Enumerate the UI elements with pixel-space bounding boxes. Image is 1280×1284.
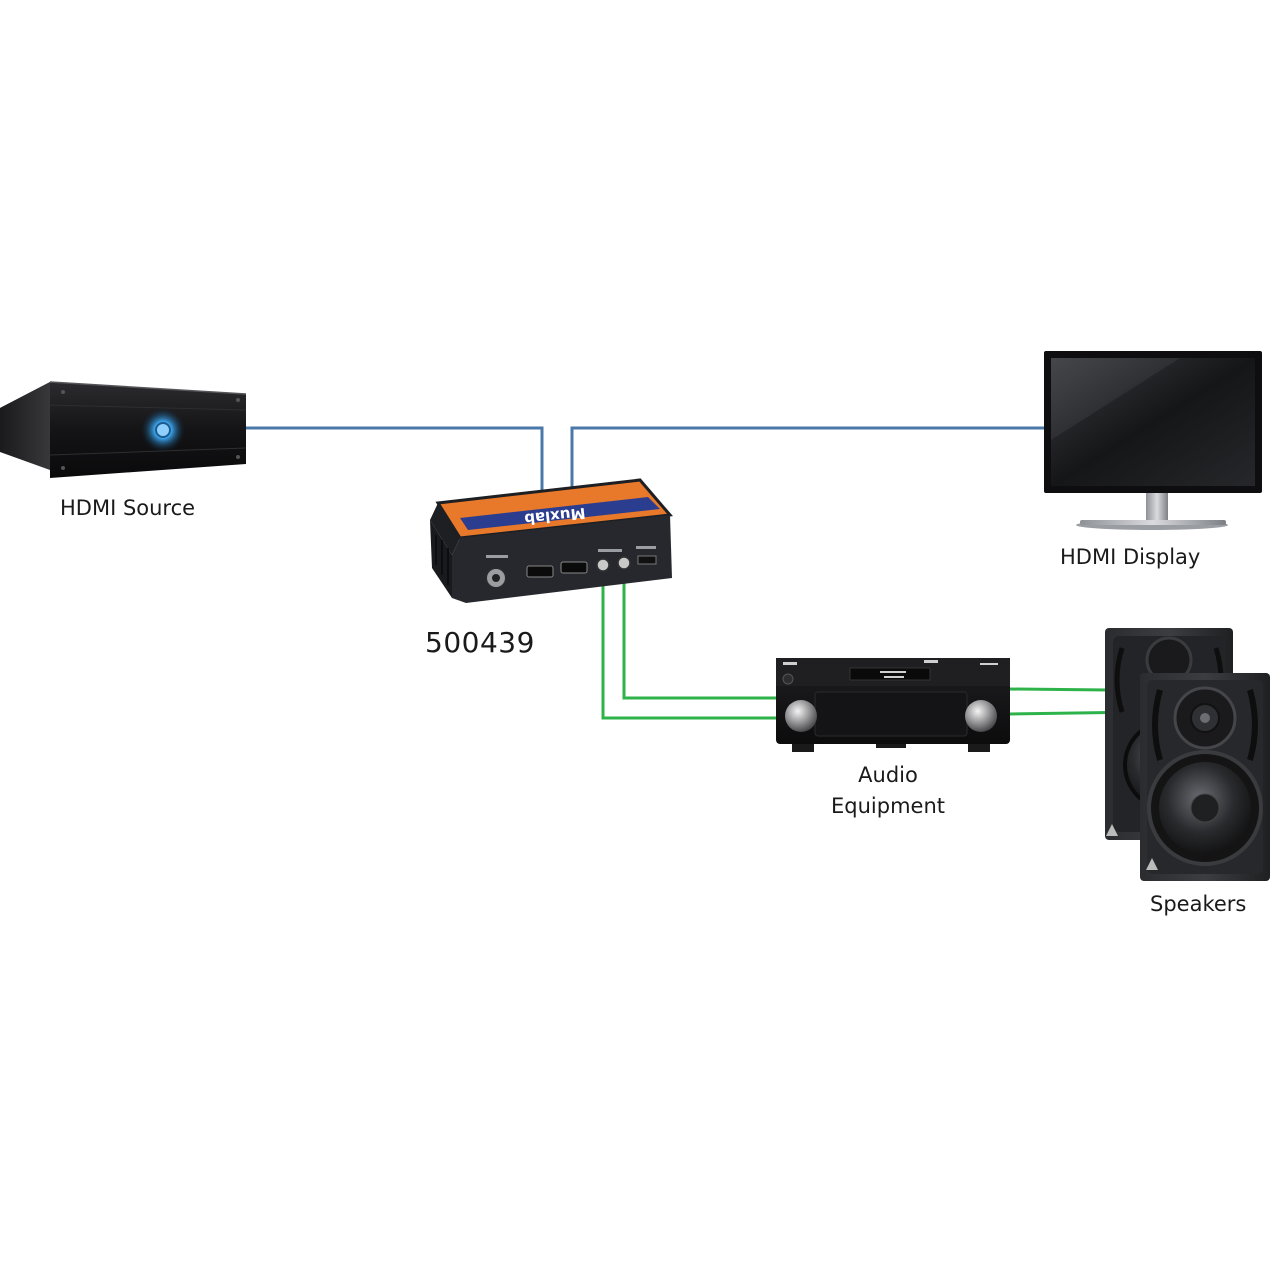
speaker-logo-icon — [1146, 858, 1158, 870]
audio-extractor-500439: Muxlab — [430, 478, 673, 603]
extractor-model-label: 500439 — [425, 626, 535, 659]
audio-equipment-label-line2: Equipment — [831, 794, 945, 818]
input-knob-icon — [785, 700, 817, 732]
hdmi-source-device — [0, 381, 247, 478]
audio-out-left-icon — [596, 558, 610, 572]
audio-equipment-label-line1: Audio — [858, 763, 918, 787]
volume-knob-icon — [965, 700, 997, 732]
audio-out-right-icon — [617, 556, 631, 570]
audio-cable-extractor-to-receiver — [601, 568, 778, 720]
hdmi-display-monitor — [1044, 351, 1262, 530]
hdmi-out-port-icon — [560, 561, 588, 574]
audio-equipment-receiver — [776, 658, 1010, 752]
usb-port-icon — [637, 555, 657, 565]
hdmi-display-label: HDMI Display — [1060, 545, 1201, 569]
speaker-front — [1106, 673, 1270, 881]
speakers-label: Speakers — [1150, 892, 1247, 916]
hdmi-source-label: HDMI Source — [60, 496, 196, 520]
hdmi-in-port-icon — [526, 565, 554, 578]
audio-equipment-label: Audio Equipment — [828, 760, 948, 822]
speakers-pair — [1105, 628, 1270, 881]
